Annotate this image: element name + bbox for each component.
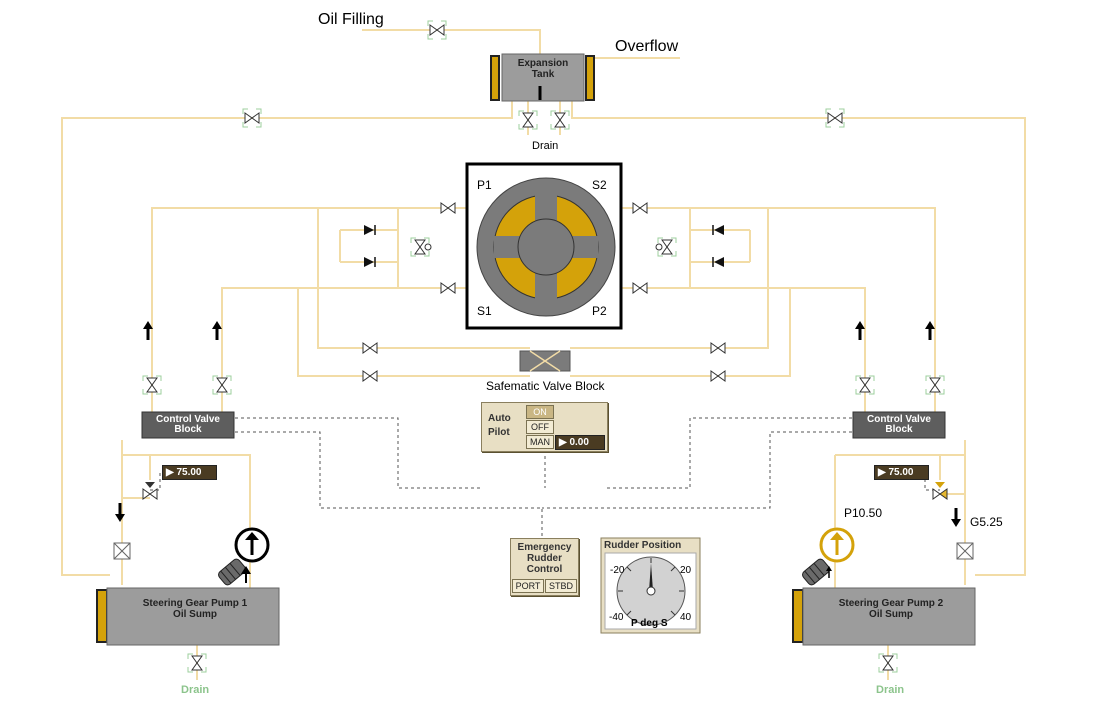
setpoint-right-display[interactable]: ▶ 75.00 (874, 465, 929, 480)
rudder-position-title: Rudder Position (604, 540, 682, 551)
drain-right-label: Drain (876, 684, 905, 696)
flow-arrow-down-icon (951, 508, 961, 527)
rudder-tick-minus-20: -20 (610, 565, 625, 576)
rudder-tick-40: 40 (680, 612, 692, 623)
valve-right-b[interactable] (925, 375, 945, 395)
pump1-small-arrow-icon (241, 566, 251, 583)
safematic-valve-block[interactable] (519, 350, 571, 372)
emergency-stbd-button[interactable]: STBD (545, 579, 577, 593)
valve-ram-s1[interactable] (440, 282, 456, 294)
valve-safematic-l2[interactable] (362, 370, 378, 382)
valve-safematic-l1[interactable] (362, 342, 378, 354)
control-valve-block-right[interactable] (852, 411, 946, 439)
expansion-tank-label: Expansion Tank (517, 58, 569, 80)
autopilot-panel: Auto Pilot ON OFF MAN ▶ 0.00 (481, 402, 608, 452)
filter-right (956, 542, 974, 560)
stbd-1-label: S1 (477, 304, 492, 318)
setpoint-left-display[interactable]: ▶ 75.00 (162, 465, 217, 480)
control-valve-block-left-label: Control Valve Block (156, 414, 220, 435)
pump1-status-indicator[interactable] (234, 527, 270, 563)
autopilot-on-button[interactable]: ON (526, 405, 554, 419)
autopilot-man-button[interactable]: MAN (526, 435, 554, 449)
safematic-label: Safematic Valve Block (486, 379, 605, 393)
flow-arrow-up-icon (143, 321, 153, 340)
pump2-sump-label: Steering Gear Pump 2 Oil Sump (838, 598, 944, 620)
expansion-tank[interactable] (490, 53, 595, 102)
valve-drain-left[interactable] (187, 653, 207, 673)
rudder-actuator (465, 162, 623, 330)
valve-ram-p1[interactable] (440, 202, 456, 214)
check-valve-right-1 (712, 224, 725, 236)
filter-left (113, 542, 131, 560)
control-valve-block-left[interactable] (141, 411, 235, 439)
autopilot-manual-value[interactable]: ▶ 0.00 (555, 435, 605, 450)
oil-filling-label: Oil Filling (318, 11, 384, 28)
pump2-status-indicator[interactable] (819, 527, 855, 563)
emergency-rudder-title: Emergency Rudder Control (517, 542, 572, 575)
pump1-sump-label: Steering Gear Pump 1 Oil Sump (142, 598, 248, 620)
relief-valve-right[interactable] (655, 237, 677, 257)
valve-ram-p2[interactable] (632, 282, 648, 294)
control-signal-lines (148, 417, 940, 538)
valve-left-b[interactable] (212, 375, 232, 395)
tank-drain-label: Drain (532, 140, 559, 152)
pump2-motor (802, 558, 830, 586)
emergency-port-button[interactable]: PORT (512, 579, 544, 593)
valve-left-a[interactable] (142, 375, 162, 395)
valve-safematic-r1[interactable] (710, 342, 726, 354)
relief-valve-left[interactable] (410, 237, 432, 257)
check-valve-left-2 (363, 256, 376, 268)
valve-top-left[interactable] (242, 108, 262, 128)
valve-ram-s2[interactable] (632, 202, 648, 214)
pilot-valve-left[interactable] (142, 482, 158, 500)
valve-drain-right[interactable] (878, 653, 898, 673)
port-1-label: P1 (477, 178, 492, 192)
pump2-small-arrow-icon (826, 566, 832, 578)
stbd-2-label: S2 (592, 178, 607, 192)
drain-left-label: Drain (181, 684, 210, 696)
overflow-label: Overflow (615, 38, 679, 55)
valve-oil-filling[interactable] (427, 20, 447, 40)
rudder-position-gauge (600, 537, 701, 634)
pump2-sump[interactable] (792, 587, 976, 646)
valve-tank-drain-1[interactable] (518, 110, 538, 130)
emergency-rudder-panel: Emergency Rudder Control PORT STBD (510, 538, 579, 596)
pilot-valve-right[interactable] (932, 482, 948, 500)
valve-safematic-r2[interactable] (710, 370, 726, 382)
pump2-flow-readout: G5.25 (970, 515, 1003, 529)
port-2-label: P2 (592, 304, 607, 318)
pump1-motor (218, 558, 246, 586)
flow-arrow-up-icon (925, 321, 935, 340)
rudder-tick-20: 20 (680, 565, 692, 576)
rudder-unit-label: P deg S (631, 618, 668, 629)
valve-top-right[interactable] (825, 108, 845, 128)
control-valve-block-right-label: Control Valve Block (867, 414, 931, 435)
rudder-tick-minus-40: -40 (609, 612, 624, 623)
flow-arrow-up-icon (212, 321, 222, 340)
valve-right-a[interactable] (855, 375, 875, 395)
autopilot-title: Auto Pilot (488, 413, 511, 438)
check-valve-right-2 (712, 256, 725, 268)
valve-tank-drain-2[interactable] (550, 110, 570, 130)
pump1-sump[interactable] (96, 587, 280, 646)
autopilot-off-button[interactable]: OFF (526, 420, 554, 434)
flow-arrow-up-icon (855, 321, 865, 340)
pump2-pressure-readout: P10.50 (844, 506, 883, 520)
flow-arrow-down-icon (115, 503, 125, 522)
check-valve-left-1 (363, 224, 376, 236)
